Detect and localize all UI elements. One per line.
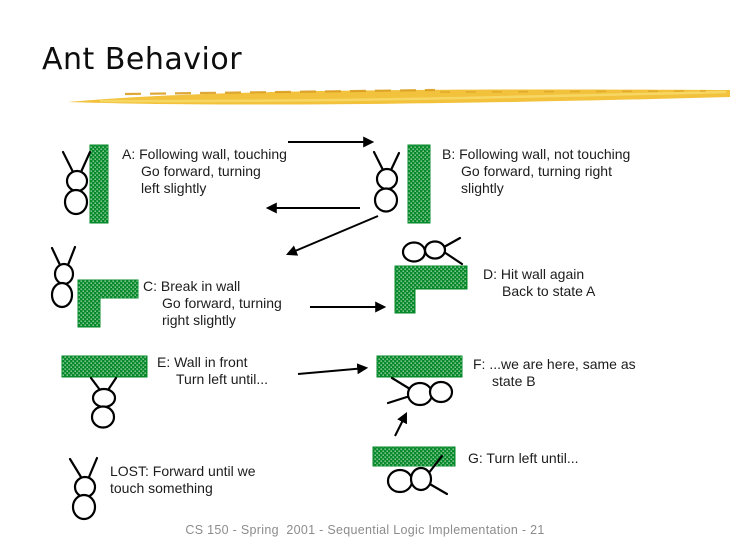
arrow-b-to-c-icon	[285, 215, 379, 256]
section-a-line: Go forward, turning	[141, 163, 261, 179]
ant-a-icon	[61, 150, 92, 216]
section-d-line: Back to state A	[502, 283, 596, 299]
page-title: Ant Behavior	[42, 42, 243, 77]
wall-b-shape	[407, 144, 431, 224]
ant-e-icon	[89, 376, 118, 429]
section-b-line: B: Following wall, not touching	[442, 146, 631, 162]
section-d-line: D: Hit wall again	[483, 266, 585, 282]
section-b-line: Go forward, turning right	[461, 163, 612, 179]
section-b-text: B: Following wall, not touching Go forwa…	[442, 146, 630, 197]
wall-a-shape	[89, 144, 109, 224]
section-c-line: C: Break in wall	[143, 278, 241, 294]
section-d-text: D: Hit wall again Back to state A	[483, 266, 595, 300]
arrow-to-f-icon	[394, 412, 407, 437]
section-e-line: E: Wall in front	[157, 354, 248, 370]
section-c-text: C: Break in wall Go forward, turning rig…	[143, 278, 282, 329]
arrow-e-to-f-icon	[297, 363, 369, 375]
section-f-text: F: ...we are here, same as state B	[473, 356, 636, 390]
wall-d-shape	[394, 265, 468, 314]
section-e-text: E: Wall in front Turn left until...	[157, 354, 268, 388]
wall-c-shape	[77, 279, 139, 328]
wall-e-shape	[61, 355, 148, 378]
section-c-line: right slightly	[162, 312, 236, 328]
section-lost-line: touch something	[110, 480, 213, 496]
section-a-line: left slightly	[141, 180, 207, 196]
ant-f-icon	[386, 376, 454, 407]
section-g-line: G: Turn left until...	[468, 450, 579, 466]
section-b-line: slightly	[461, 180, 504, 196]
title-brush-stroke-icon	[68, 88, 730, 105]
ant-c-icon	[50, 245, 77, 309]
ant-d-icon	[401, 236, 464, 266]
ant-lost-icon	[68, 456, 99, 521]
ant-g-icon	[386, 454, 449, 496]
section-lost-text: LOST: Forward until we touch something	[110, 463, 256, 497]
section-f-line: F: ...we are here, same as	[473, 356, 636, 372]
section-a-text: A: Following wall, touching Go forward, …	[122, 146, 287, 197]
section-a-line: A: Following wall, touching	[122, 146, 287, 162]
ant-b-icon	[372, 150, 401, 213]
slide-footer: CS 150 - Spring 2001 - Sequential Logic …	[185, 523, 545, 537]
section-c-line: Go forward, turning	[162, 295, 282, 311]
section-lost-line: LOST: Forward until we	[110, 463, 256, 479]
section-g-text: G: Turn left until...	[468, 450, 579, 467]
wall-f-shape	[376, 355, 463, 378]
wall-g-shape	[372, 446, 456, 467]
section-f-line: state B	[492, 373, 536, 389]
section-e-line: Turn left until...	[176, 371, 269, 387]
